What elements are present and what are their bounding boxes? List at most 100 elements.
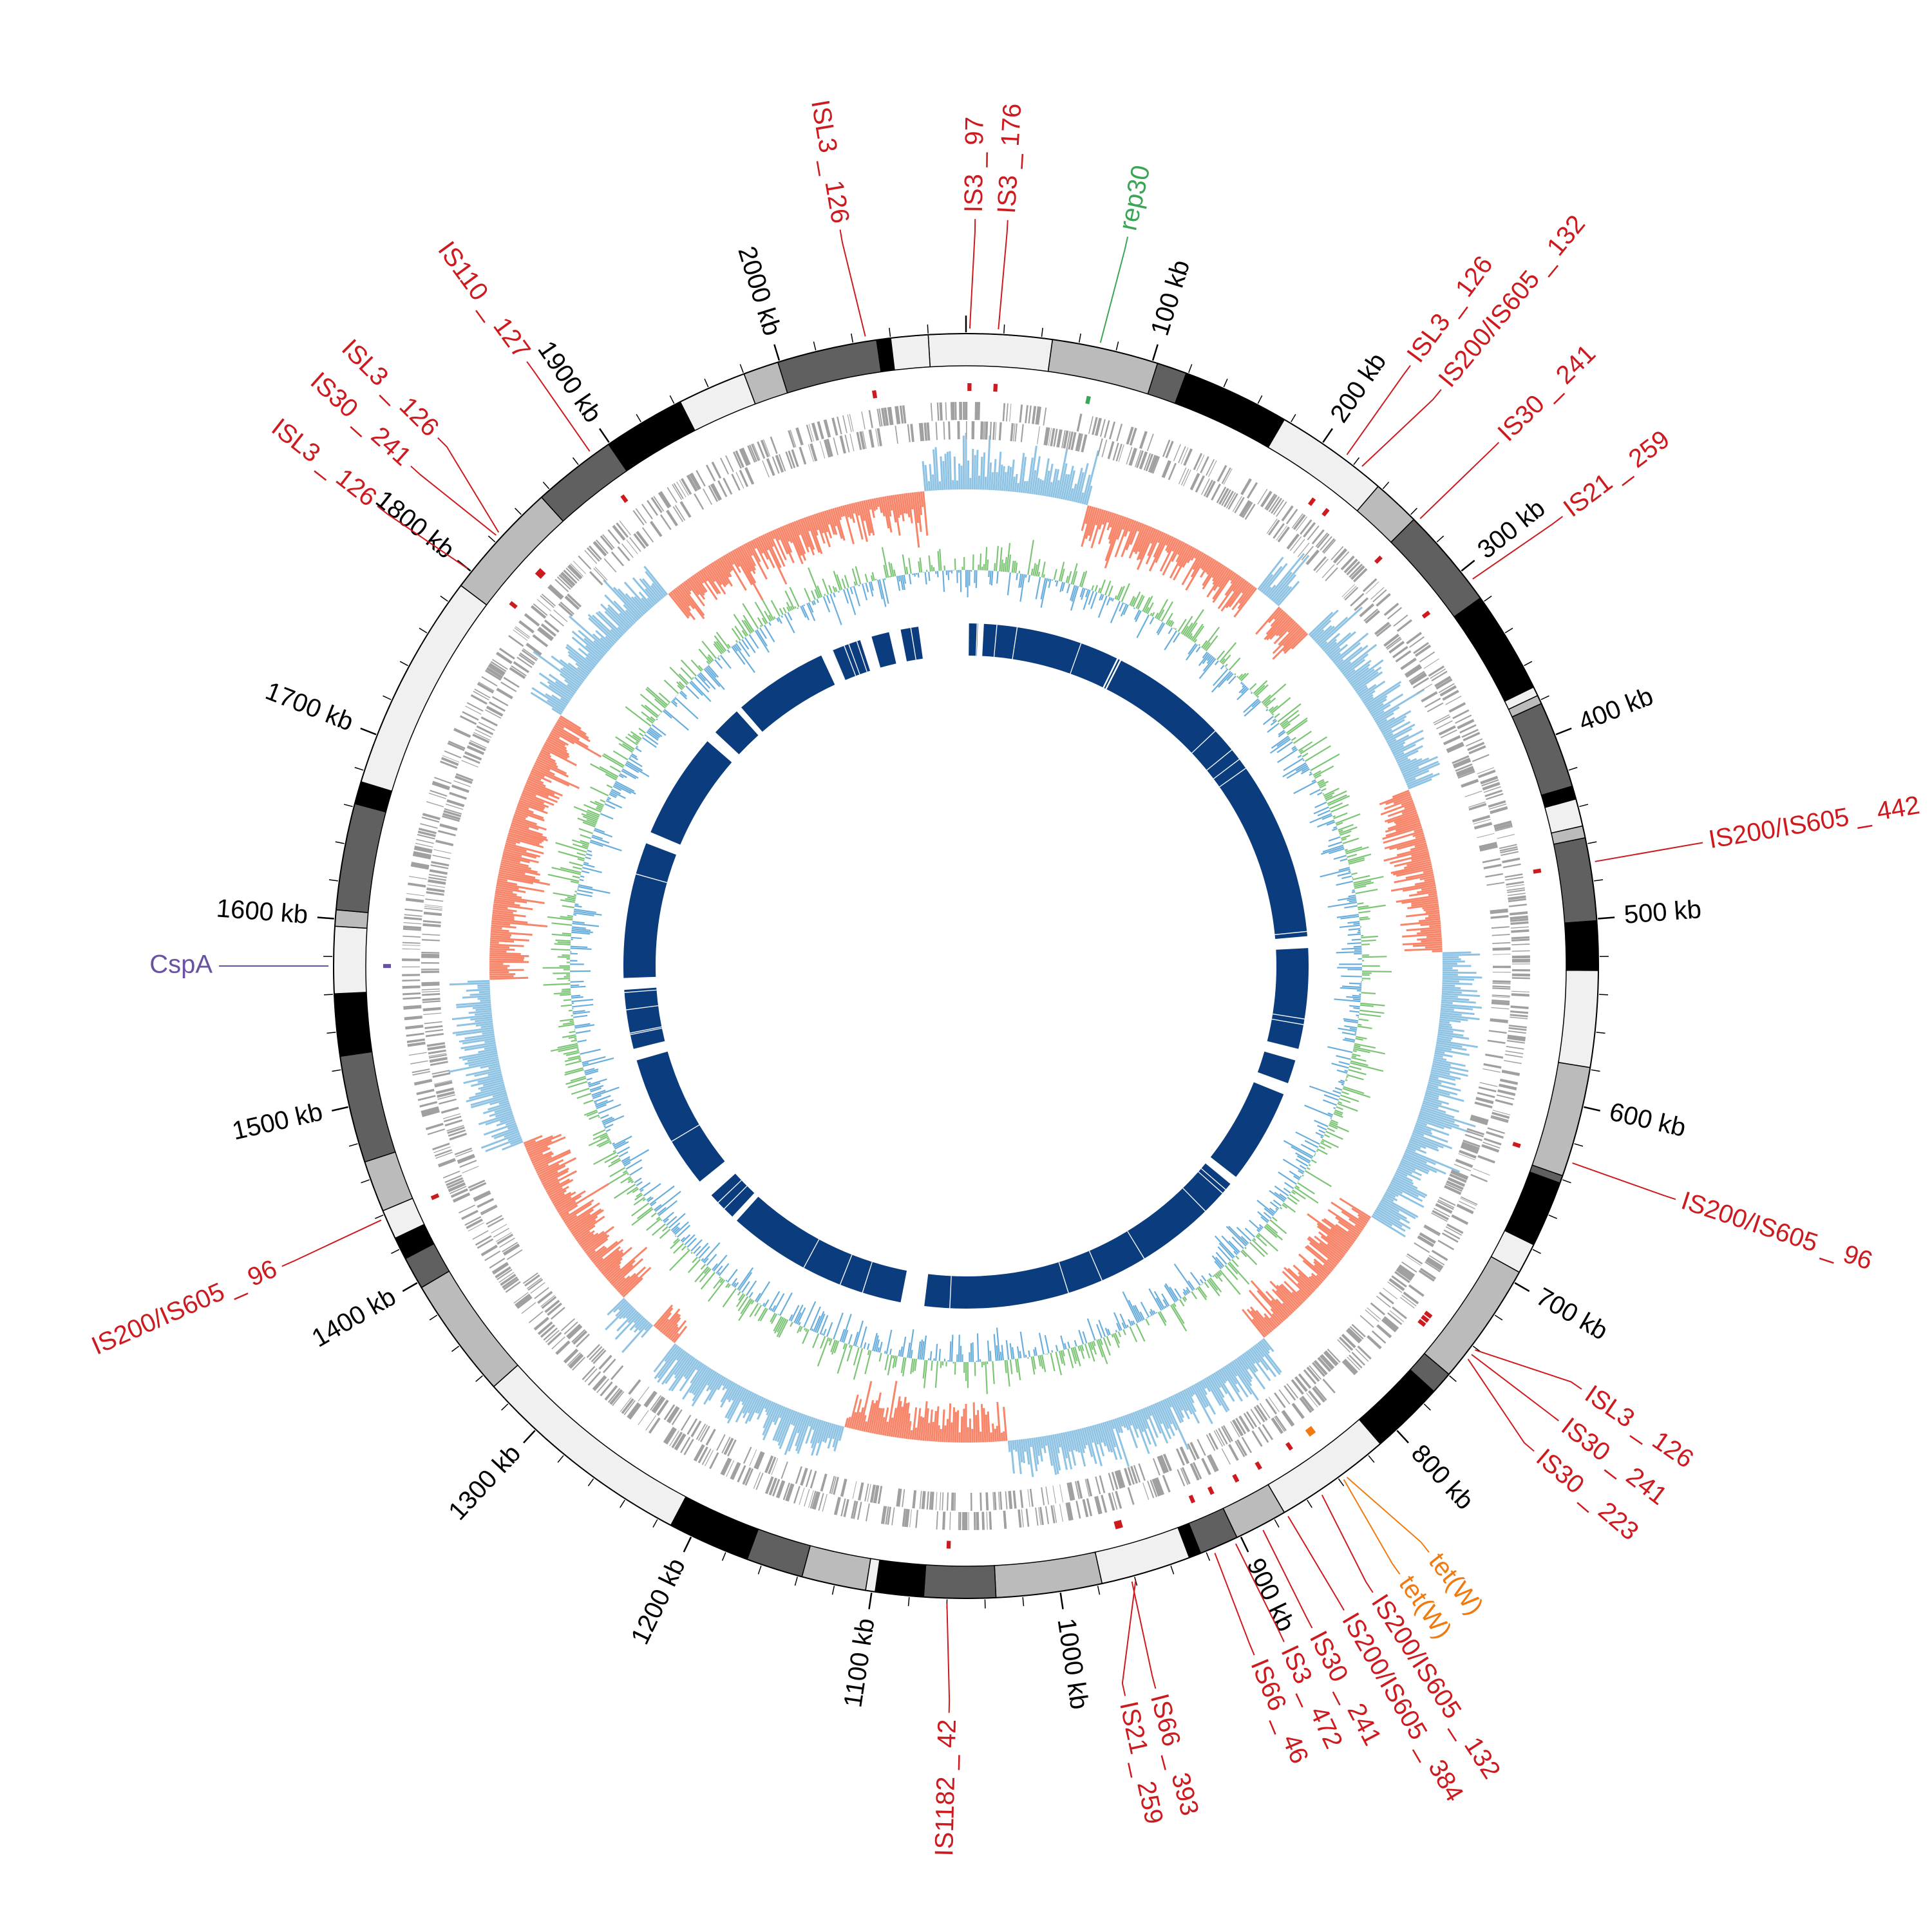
minor-tick [927,324,929,334]
feature-marker [535,571,544,579]
contig-band [334,992,373,1057]
coverage-segment [715,711,759,755]
feature-label: IS3 _ 97 [960,117,989,213]
coverage-segment [924,1163,1231,1309]
feature-leader-line [1467,1358,1535,1452]
coverage-gap [1088,1251,1103,1281]
feature-leader-line [1214,1553,1255,1656]
tick-label: 600 kb [1607,1097,1689,1142]
contig-band [540,443,628,522]
minor-tick [383,695,392,701]
feature-marker [871,390,878,399]
feature-marker [1305,1428,1313,1437]
minor-tick [1382,481,1390,489]
major-tick [1555,727,1572,735]
feature-label: IS200/IS605 _ 96 [1678,1186,1875,1275]
feature-leader-line [377,506,468,569]
feature-marker [509,601,518,609]
coverage-gap [1200,1168,1226,1190]
contig-ideogram [333,333,1599,1599]
contig-band [1390,518,1481,618]
feature-label: IS3 _ 176 [992,102,1027,214]
tick-label: 1600 kb [215,894,308,929]
contig-band [994,1551,1103,1598]
feature-leader-line [281,1219,382,1267]
feature-marker [1188,1494,1196,1504]
minor-tick [669,395,675,404]
minor-tick [1188,364,1193,374]
minor-tick [1548,1215,1557,1219]
coverage-gap [714,733,738,756]
feature-leader-line [1346,365,1411,455]
major-tick [1514,1282,1530,1293]
minor-tick [1223,378,1228,388]
minor-tick [1368,1455,1375,1463]
contig-band [1564,920,1599,971]
minor-tick [1257,395,1263,404]
coverage-gap [1271,1018,1304,1025]
minor-tick [704,378,709,388]
feature-marker [537,568,546,576]
feature-marker [620,494,629,503]
feature-marker [1117,1519,1123,1529]
coverage-segment [624,987,665,1049]
tick-label: 1500 kb [229,1097,325,1146]
minor-tick [1097,1586,1101,1595]
minor-tick [1436,535,1444,543]
minor-tick [1587,841,1597,844]
minor-tick [1568,766,1578,771]
coverage-gap [1070,643,1082,674]
feature-marker [1421,1314,1430,1323]
minor-tick [440,595,448,602]
coverage-gap [862,1262,873,1293]
data-tracks [383,383,1542,1549]
minor-tick [652,1519,658,1528]
minor-tick [399,661,408,667]
minor-tick [636,413,641,422]
feature-label: rep30 [1113,163,1155,233]
contig-band [1553,837,1598,924]
minor-tick [354,766,364,771]
feature-label: IS1182 _ 42 [930,1719,961,1857]
minor-tick [542,481,550,489]
minor-tick [348,1143,358,1147]
contig-band [333,925,368,994]
contig-band [339,1051,396,1163]
contig-band [493,1364,687,1526]
coverage-gap [839,1255,853,1285]
tick-label: 2000 kb [732,243,786,339]
minor-tick [375,1215,384,1219]
feature-leader-line [410,466,497,536]
coverage-gap [630,1027,662,1036]
contig-band [890,334,931,371]
tick-label: 1300 kb [443,1439,526,1526]
contig-band [679,373,756,431]
coverage-gap [844,645,857,676]
feature-leader-line [1471,1354,1559,1421]
feature-label: CspA [149,951,213,979]
minor-tick [889,328,891,337]
coverage-segment [1257,1051,1296,1083]
tick-label: 1900 kb [532,336,607,428]
coverage-segment [982,623,1307,939]
feature-leader-line [1346,1477,1430,1553]
contig-band [1453,597,1535,703]
minor-tick [1596,1032,1605,1034]
minor-tick [501,1403,509,1411]
minor-tick [1540,695,1549,701]
minor-tick [488,535,496,543]
feature-leader-line [1595,842,1703,862]
feature-leader-line [1287,1515,1345,1611]
coverage-gap [1274,931,1307,935]
minor-tick [1532,1249,1541,1255]
minor-tick [429,1314,438,1321]
coverage-gap [1058,1262,1069,1293]
minor-tick [1078,333,1081,343]
minor-tick [475,1375,483,1382]
minor-tick [1291,413,1296,422]
gc-skew-negative [489,491,1443,1443]
tick-label: 300 kb [1472,494,1550,564]
coverage-gap [856,641,867,672]
feature-marker [430,1193,440,1200]
